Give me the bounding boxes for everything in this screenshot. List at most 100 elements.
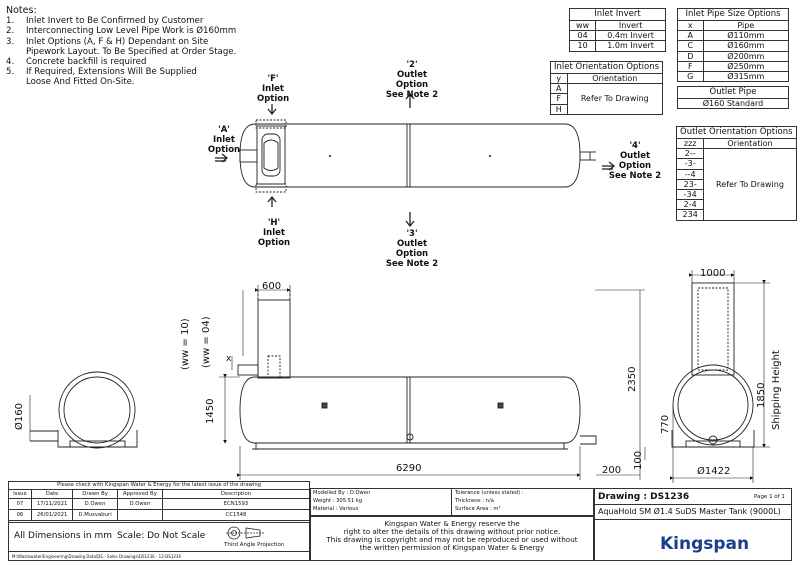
copyright-notice: Kingspan Water & Energy reserve the righ… — [312, 520, 592, 552]
label-text: Kingspan Water & Energy reserve the — [384, 519, 520, 528]
outlet-orientation-header: Orientation — [703, 137, 797, 150]
outlet-orientation-value: Refer To Drawing — [703, 148, 797, 221]
note-item: 2. Interconnecting Low Level Pipe Work is… — [6, 26, 236, 36]
inlet-orientation-header: Orientation — [566, 72, 664, 85]
label-text: This drawing is copyright and may not be… — [326, 535, 578, 544]
label-text: 'H' — [267, 218, 281, 228]
label-text: '3' — [406, 229, 418, 239]
rev-cell: ECN1593 — [162, 498, 310, 510]
note-text: Interconnecting Low Level Pipe Work is Ø… — [26, 26, 237, 37]
note-item: 1. Inlet Invert to Be Confirmed by Custom… — [6, 16, 236, 26]
note-item: 3. Inlet Options (A, F & H) Dependant on … — [6, 37, 236, 47]
label-text: 'F' — [267, 74, 279, 84]
third-angle-projection-icon — [226, 526, 264, 540]
rev-cell — [116, 509, 164, 521]
rev-cell: 17/11/2021 — [30, 498, 74, 510]
outlet-orientation-code: -3- — [675, 158, 705, 170]
note-text: Pipework Layout. To Be Specified at Orde… — [26, 46, 237, 57]
drawing-description: AquaHold SM Ø1.4 SuDS Master Tank (9000L… — [598, 507, 781, 516]
outlet-orientation-code: 23- — [675, 178, 705, 191]
note-text: Concrete backfill is required — [26, 57, 147, 68]
outlet-pipe-value: Ø160 Standard — [677, 98, 789, 110]
title-left-row — [8, 522, 310, 552]
material: Material : Various — [313, 506, 359, 512]
note-text: Inlet Invert to Be Confirmed by Customer — [26, 16, 204, 27]
note-number: 2. — [6, 26, 15, 37]
label-text: Option — [395, 249, 429, 259]
inlet-orientation-value: Refer To Drawing — [566, 83, 664, 115]
notes: Notes: 1. Inlet Invert to Be Confirmed by… — [6, 5, 237, 88]
outlet-orientation-header-zzz: zzz — [675, 137, 705, 150]
note-text: Inlet Options (A, F & H) Dependant on Si… — [26, 36, 209, 47]
outlet-orientation-code: -34 — [675, 189, 705, 201]
dimension-lines — [29, 270, 770, 483]
right-end-view — [671, 282, 755, 448]
dim-ww04: (ww = 04) — [201, 316, 212, 368]
note-number: 4. — [6, 57, 15, 68]
label-text: '2' — [406, 60, 418, 70]
note-text: Loose And Fitted On-Site. — [26, 77, 135, 88]
note-item: 5.If Required, Extensions Will Be Suppli… — [6, 67, 236, 77]
outlet-orientation-code: 2-4 — [675, 199, 705, 211]
plan-arrows — [215, 92, 616, 228]
dim-shipping-height: Shipping Height — [771, 350, 782, 430]
label-text: Option — [257, 238, 291, 248]
drawing-info-block — [594, 488, 792, 561]
label-text: Inlet — [262, 84, 284, 94]
outlet-orientation-code: --4 — [675, 168, 705, 180]
dim-1000: 1000 — [700, 268, 726, 279]
revision-block — [8, 481, 310, 561]
dim-100: 100 — [633, 450, 644, 470]
divider — [594, 519, 792, 520]
revision-table: Issue Date Drawn By Approved By Descript… — [8, 489, 310, 521]
tolerance: Tolerance (unless stated) : — [455, 490, 524, 496]
note-number: 1. — [6, 16, 15, 27]
pipe-size-cell: Ø200mm — [702, 50, 790, 62]
projection-text: Third Angle Projection — [224, 542, 285, 548]
pipe-size-cell: Ø315mm — [702, 71, 790, 83]
label-text: Option — [207, 145, 241, 155]
rev-cell: D.Musvaburi — [72, 509, 118, 521]
page-number: Page 1 of 1 — [754, 494, 785, 500]
label-text: 'A' — [218, 125, 230, 135]
outlet-orientation-code: 234 — [675, 209, 705, 221]
label-text: Inlet — [263, 228, 285, 238]
label-text: See Note 2 — [385, 259, 439, 269]
inlet-orientation-code: H — [550, 103, 568, 115]
label-text: See Note 2 — [608, 171, 662, 181]
rev-cell: CC1548 — [162, 509, 310, 521]
revision-banner: Please check with Kingspan Water & Energ… — [57, 482, 261, 488]
inlet-invert-cell: 1.0m Invert — [595, 40, 666, 52]
file-path: M:\Wastewater\Engineering\Drawing Data\D… — [12, 554, 182, 559]
notes-heading: Notes: — [6, 5, 37, 16]
label-text: right to alter the details of this drawi… — [343, 527, 561, 536]
dim-200: 200 — [602, 465, 622, 476]
left-end-view — [30, 371, 138, 449]
note-number: 3. — [6, 36, 15, 47]
modelled-by: Modelled By : D.Owen — [313, 490, 371, 496]
all-dimensions-text: All Dimensions in mm — [14, 531, 113, 541]
label-text: '4' — [629, 141, 641, 151]
pipe-size-cell: Ø160mm — [702, 40, 790, 52]
pipe-size-cell: Ø110mm — [702, 30, 790, 42]
divider — [594, 504, 792, 505]
inlet-invert-header-ww: ww — [568, 19, 597, 32]
label-text: Outlet — [396, 70, 428, 80]
surface-area: Surface Area : m² — [455, 506, 501, 512]
rev-cell: 06 — [8, 509, 32, 521]
dim-x: x — [226, 354, 232, 364]
rev-cell: 26/01/2021 — [30, 509, 74, 521]
dim-dia-160: Ø160 — [14, 403, 25, 430]
dim-1850: 1850 — [756, 382, 767, 408]
note-item: Loose And Fitted On-Site. — [6, 77, 236, 87]
dim-600: 600 — [262, 281, 282, 292]
